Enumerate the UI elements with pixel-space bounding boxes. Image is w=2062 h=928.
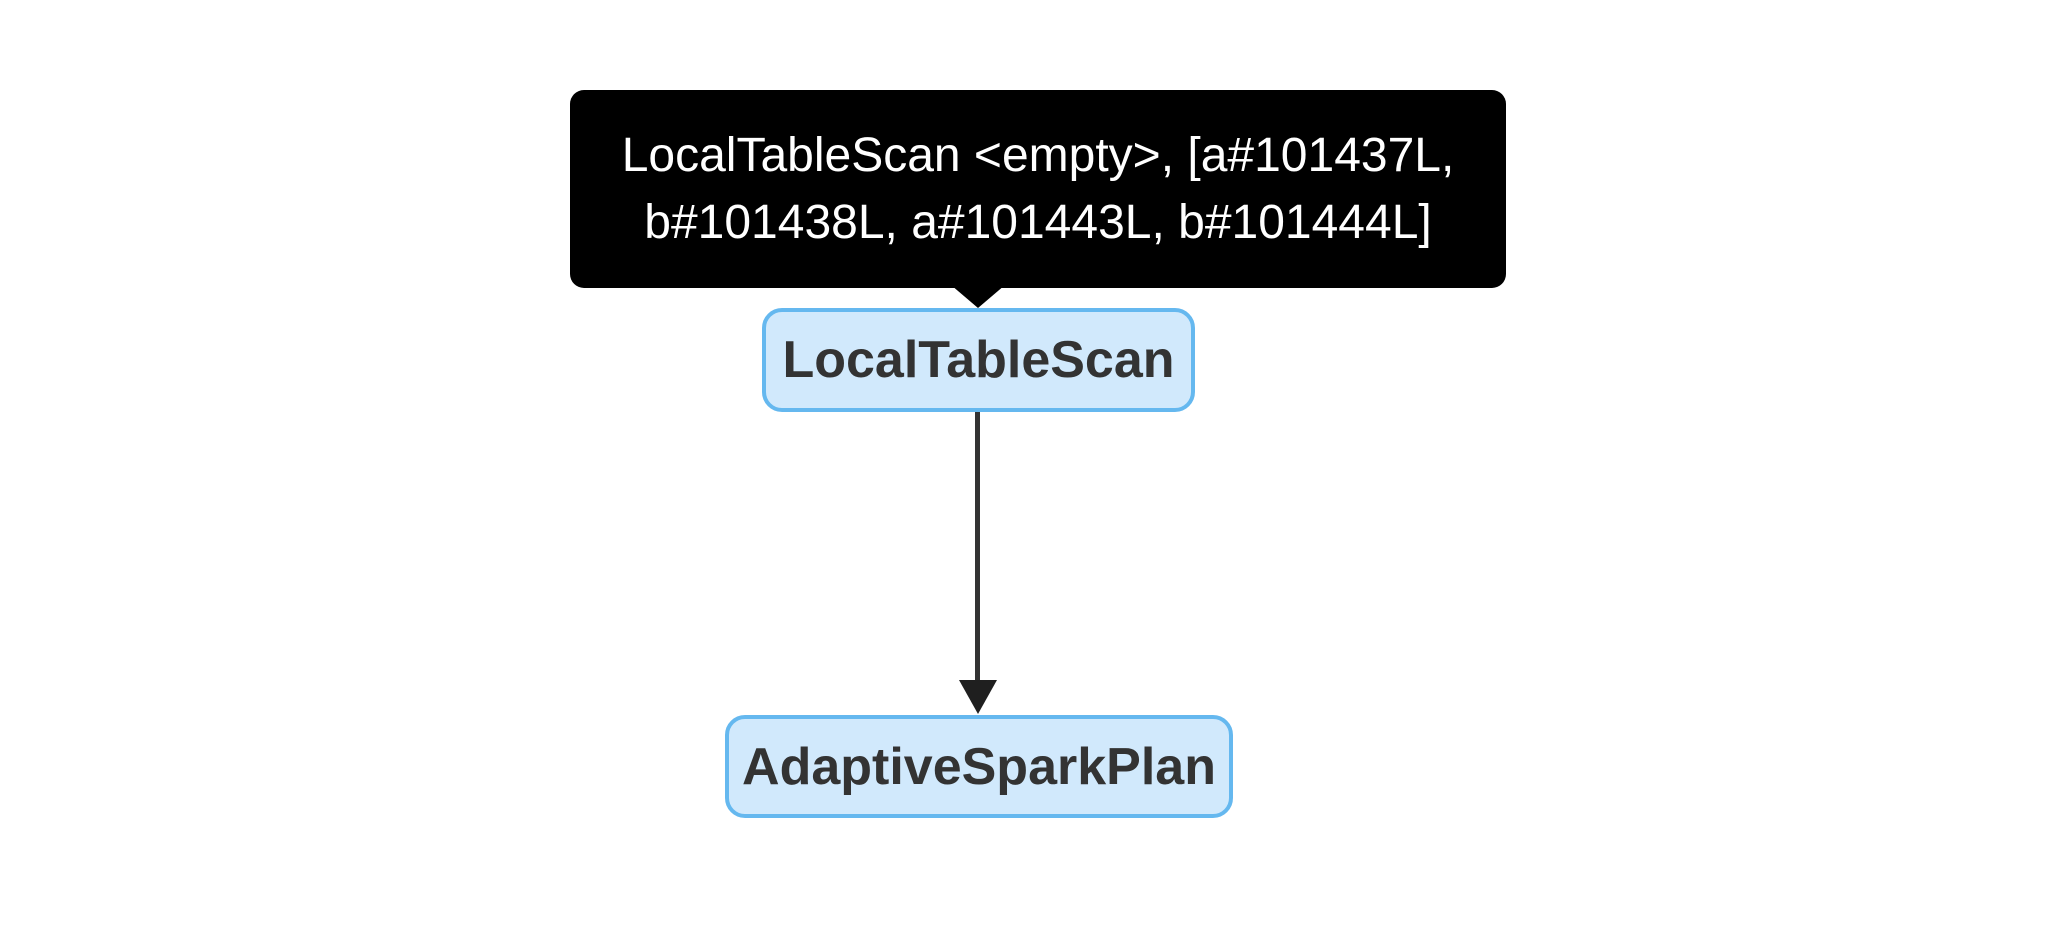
tooltip-line-1: LocalTableScan <empty>, [a#101437L,: [621, 129, 1455, 182]
plan-node-localtablescan-label: LocalTableScan: [782, 331, 1175, 389]
node-tooltip: LocalTableScan <empty>, [a#101437L, b#10…: [570, 90, 1506, 288]
plan-node-adaptivesparkplan-label: AdaptiveSparkPlan: [742, 737, 1216, 796]
tooltip-caret: [951, 285, 1005, 308]
edge-arrowhead: [959, 680, 997, 714]
edge-line: [975, 412, 980, 680]
plan-node-localtablescan[interactable]: LocalTableScan: [762, 308, 1195, 412]
tooltip-line-2: b#101438L, a#101443L, b#101444L]: [644, 196, 1432, 249]
plan-node-adaptivesparkplan[interactable]: AdaptiveSparkPlan: [725, 715, 1233, 818]
